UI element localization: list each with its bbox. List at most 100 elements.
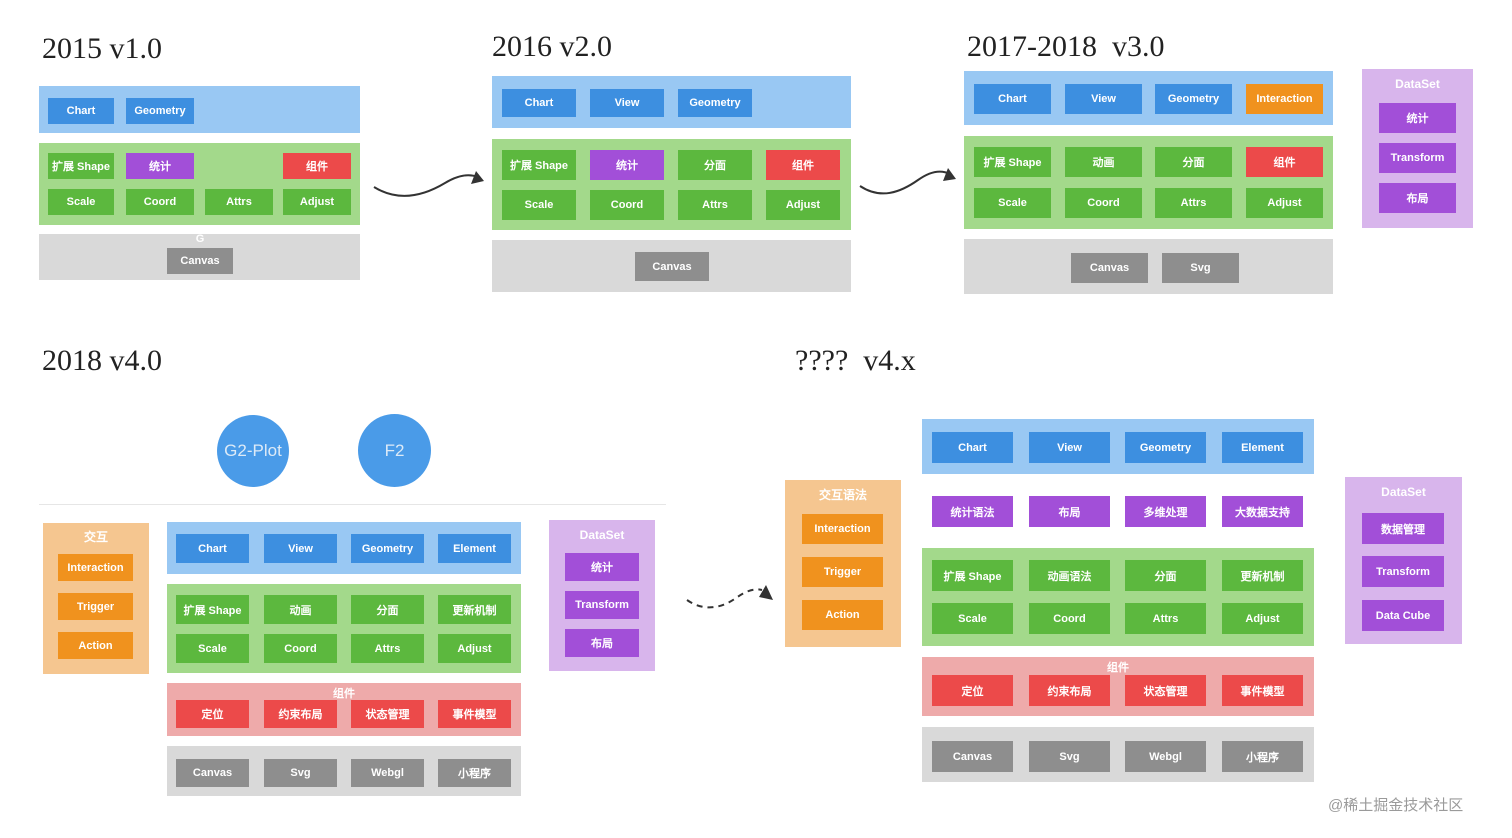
- v4-svg-box: Svg: [264, 759, 337, 787]
- v4x-trigger-box: Trigger: [802, 557, 883, 587]
- v4x-event-box: 事件模型: [1222, 675, 1303, 706]
- v4-component-title: 组件: [333, 688, 355, 700]
- v3-dataset-stat-box: 统计: [1379, 103, 1456, 133]
- arrow-v2-v3: [859, 168, 956, 195]
- v4-dataset-layout-box: 布局: [565, 629, 639, 657]
- v4-geometry-box: Geometry: [351, 534, 424, 563]
- title-v4: 2018 v4.0: [42, 344, 162, 377]
- v4-g2plot-circle: G2-Plot: [217, 415, 289, 487]
- v3-dataset-layout-box: 布局: [1379, 183, 1456, 213]
- v4x-dataset-title: DataSet: [1381, 485, 1426, 499]
- v4x-element-box: Element: [1222, 432, 1303, 463]
- v4-divider: [39, 504, 666, 505]
- v2-view-box: View: [590, 89, 664, 117]
- v4x-chart-box: Chart: [932, 432, 1013, 463]
- v4-state-box: 状态管理: [351, 700, 424, 728]
- v4-position-box: 定位: [176, 700, 249, 728]
- v4x-state-box: 状态管理: [1125, 675, 1206, 706]
- v3-dataset-title: DataSet: [1395, 77, 1440, 91]
- v2-geometry-box: Geometry: [678, 89, 752, 117]
- v3-shape-box: 扩展 Shape: [974, 147, 1051, 177]
- v4-dataset-transform-box: Transform: [565, 591, 639, 619]
- v4x-canvas-box: Canvas: [932, 741, 1013, 772]
- v4-constraint-box: 约束布局: [264, 700, 337, 728]
- v4x-interaction-title: 交互语法: [818, 488, 867, 502]
- v4x-facet-box: 分面: [1125, 560, 1206, 591]
- v3-facet-box: 分面: [1155, 147, 1232, 177]
- v4-shape-box: 扩展 Shape: [176, 595, 249, 624]
- title-v2: 2016 v2.0: [492, 30, 612, 63]
- v2-facet-box: 分面: [678, 150, 752, 180]
- v4-scale-box: Scale: [176, 634, 249, 663]
- v4-action-box: Action: [58, 632, 133, 659]
- v4x-attrs-box: Attrs: [1125, 603, 1206, 634]
- v4-interaction-box: Interaction: [58, 554, 133, 581]
- title-v4x: ???? v4.x: [795, 344, 916, 377]
- v4x-miniprogram-box: 小程序: [1222, 741, 1303, 772]
- v4x-action-box: Action: [802, 600, 883, 630]
- v4-webgl-box: Webgl: [351, 759, 424, 787]
- v3-dataset-transform-box: Transform: [1379, 143, 1456, 173]
- v4-facet-box: 分面: [351, 595, 424, 624]
- v4x-geometry-box: Geometry: [1125, 432, 1206, 463]
- v2-scale-box: Scale: [502, 190, 576, 220]
- v4x-position-box: 定位: [932, 675, 1013, 706]
- arrow-v1-v2: [373, 171, 484, 197]
- v3-animation-box: 动画: [1065, 147, 1142, 177]
- v4-chart-box: Chart: [176, 534, 249, 563]
- v3-interaction-box: Interaction: [1246, 84, 1323, 114]
- v1-g-label: G: [195, 233, 205, 245]
- v2-adjust-box: Adjust: [766, 190, 840, 220]
- v3-scale-box: Scale: [974, 188, 1051, 218]
- v4x-component-title: 组件: [1107, 662, 1129, 674]
- v4-coord-box: Coord: [264, 634, 337, 663]
- v1-scale-box: Scale: [48, 189, 114, 215]
- v3-view-box: View: [1065, 84, 1142, 114]
- v4x-data-cube-box: Data Cube: [1362, 600, 1444, 631]
- v2-component-box: 组件: [766, 150, 840, 180]
- v3-coord-box: Coord: [1065, 188, 1142, 218]
- v4-attrs-box: Attrs: [351, 634, 424, 663]
- v4x-multidim-box: 多维处理: [1125, 496, 1206, 527]
- v3-component-box: 组件: [1246, 147, 1323, 177]
- v4x-scale-box: Scale: [932, 603, 1013, 634]
- v4-animation-box: 动画: [264, 595, 337, 624]
- v4-view-box: View: [264, 534, 337, 563]
- v4x-constraint-box: 约束布局: [1029, 675, 1110, 706]
- v4x-view-box: View: [1029, 432, 1110, 463]
- v4-f2-circle: F2: [358, 414, 431, 487]
- v4x-shape-box: 扩展 Shape: [932, 560, 1013, 591]
- v4x-animation-grammar-box: 动画语法: [1029, 560, 1110, 591]
- v2-chart-box: Chart: [502, 89, 576, 117]
- v4-dataset-title: DataSet: [579, 528, 625, 542]
- v4x-adjust-box: Adjust: [1222, 603, 1303, 634]
- v1-geometry-box: Geometry: [126, 98, 194, 124]
- v2-shape-box: 扩展 Shape: [502, 150, 576, 180]
- title-v1: 2015 v1.0: [42, 32, 162, 65]
- v4x-dataset-transform-box: Transform: [1362, 556, 1444, 587]
- v2-attrs-box: Attrs: [678, 190, 752, 220]
- v2-canvas-box: Canvas: [635, 252, 709, 281]
- v3-svg-box: Svg: [1162, 253, 1239, 283]
- v4x-svg-box: Svg: [1029, 741, 1110, 772]
- v4x-stat-grammar-box: 统计语法: [932, 496, 1013, 527]
- v4-update-box: 更新机制: [438, 595, 511, 624]
- v3-chart-box: Chart: [974, 84, 1051, 114]
- v4-dataset-stat-box: 统计: [565, 553, 639, 581]
- v4-canvas-box: Canvas: [176, 759, 249, 787]
- arrow-v4-v4x: [686, 585, 773, 609]
- v3-canvas-box: Canvas: [1071, 253, 1148, 283]
- v1-chart-box: Chart: [48, 98, 114, 124]
- v3-render-band: [964, 239, 1333, 294]
- v4-miniprogram-box: 小程序: [438, 759, 511, 787]
- v2-coord-box: Coord: [590, 190, 664, 220]
- v1-stat-box: 统计: [126, 153, 194, 179]
- v3-geometry-box: Geometry: [1155, 84, 1232, 114]
- v1-coord-box: Coord: [126, 189, 194, 215]
- v1-component-box: 组件: [283, 153, 351, 179]
- v3-adjust-box: Adjust: [1246, 188, 1323, 218]
- v4x-coord-box: Coord: [1029, 603, 1110, 634]
- v3-attrs-box: Attrs: [1155, 188, 1232, 218]
- v4-element-box: Element: [438, 534, 511, 563]
- v1-adjust-box: Adjust: [283, 189, 351, 215]
